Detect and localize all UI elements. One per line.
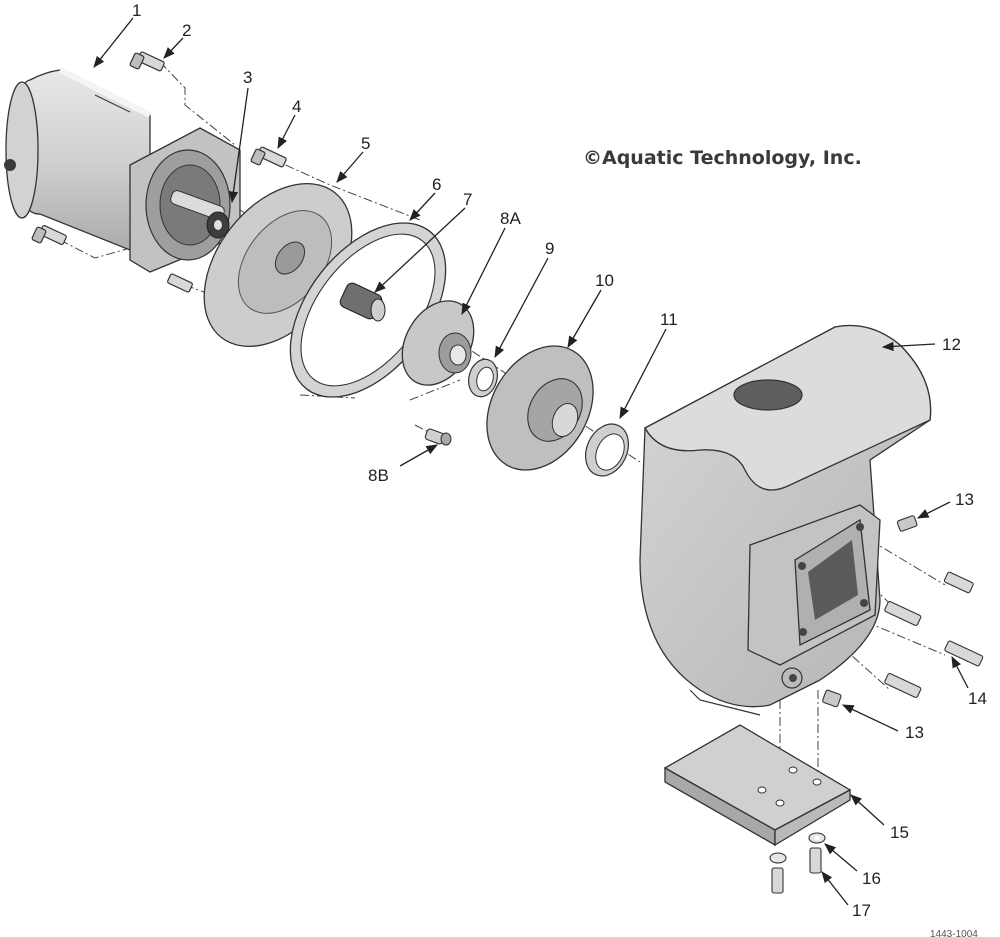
callout-2: 2	[182, 21, 191, 40]
callout-12: 12	[942, 335, 961, 354]
callout-1: 1	[132, 1, 141, 20]
mechanical-seal-part-7	[339, 282, 386, 322]
callout-13-top: 13	[955, 490, 974, 509]
callout-8b: 8B	[368, 466, 389, 485]
callout-5: 5	[361, 134, 370, 153]
leader-lines	[93, 17, 969, 906]
ring-part-11	[584, 423, 630, 477]
impeller-part-8a	[401, 300, 475, 386]
wear-ring-part-9	[468, 358, 498, 398]
base-part-15	[663, 724, 852, 847]
callout-11: 11	[660, 310, 678, 329]
callout-13-bottom: 13	[905, 723, 924, 742]
copyright-notice: ©Aquatic Technology, Inc.	[583, 147, 862, 169]
callout-6: 6	[432, 175, 441, 194]
diffuser-part-10	[486, 345, 594, 471]
motor-part-1	[4, 67, 241, 273]
bolt-part-2	[31, 51, 193, 293]
callout-14: 14	[968, 689, 987, 708]
callout-9: 9	[545, 239, 554, 258]
callout-15: 15	[890, 823, 909, 842]
bolt-part-17	[771, 847, 822, 894]
callout-10: 10	[595, 271, 614, 290]
callout-17: 17	[852, 901, 871, 920]
pump-housing-part-12	[639, 324, 932, 716]
plug-part-13	[822, 515, 918, 708]
bolt-part-4	[250, 146, 287, 168]
callout-7: 7	[463, 190, 472, 209]
callout-4: 4	[292, 97, 301, 116]
callout-labels: 1 2 3 4 5 6 7 8A 9 10 11 12 8B 13 14 13 …	[132, 1, 987, 920]
callout-8a: 8A	[500, 209, 521, 228]
callout-16: 16	[862, 869, 881, 888]
screw-part-8b	[424, 428, 452, 446]
slinger-part-3	[206, 211, 230, 239]
washer-part-16	[769, 832, 826, 864]
callout-3: 3	[243, 68, 252, 87]
figure-number: 1443-1004	[930, 929, 978, 937]
bolt-part-14	[884, 571, 984, 698]
